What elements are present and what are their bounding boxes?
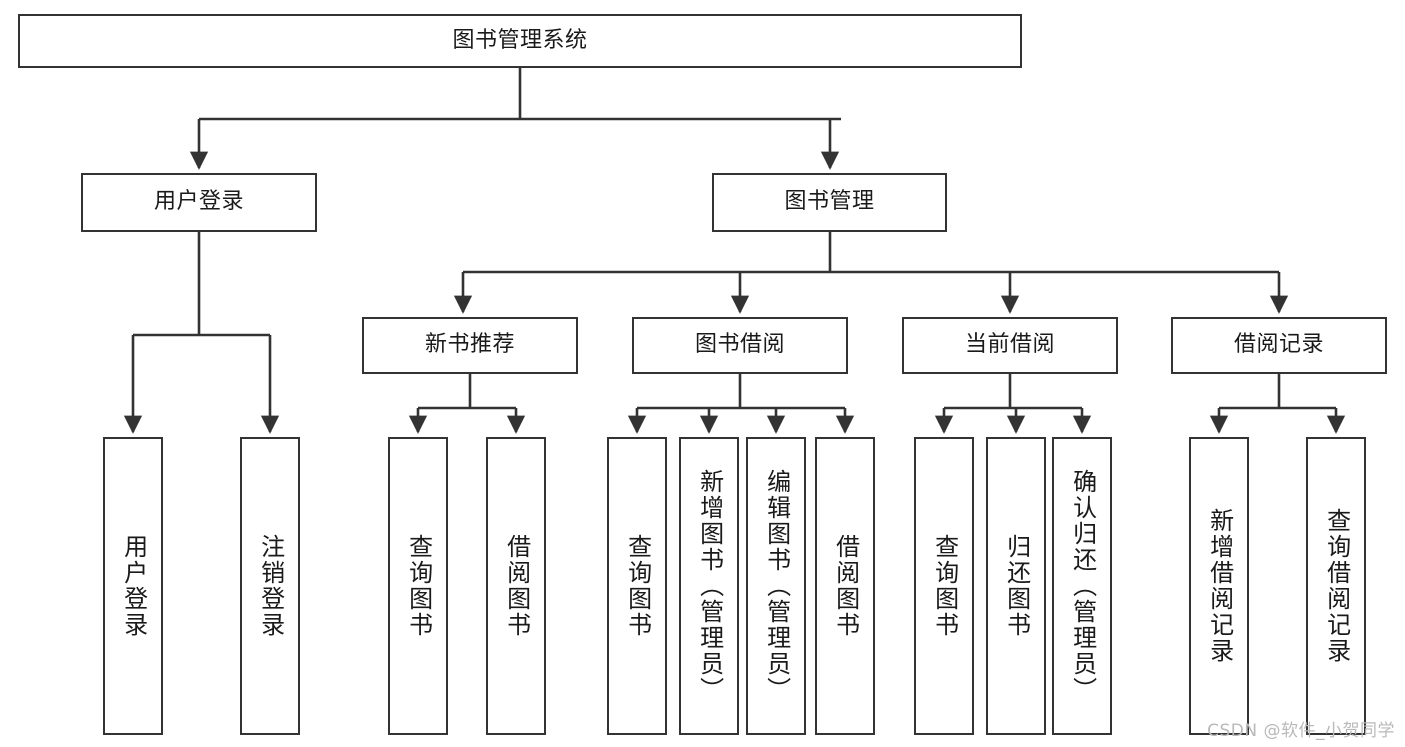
leaf-return-book[interactable]: 归还图书 xyxy=(986,437,1046,735)
leaf-borrow-book-2-label: 借阅图书 xyxy=(831,534,860,638)
leaf-logout-login[interactable]: 注销登录 xyxy=(240,437,300,735)
leaf-confirm-return-admin[interactable]: 确认归还（管理员） xyxy=(1052,437,1112,735)
leaf-query-borrow-record[interactable]: 查询借阅记录 xyxy=(1306,437,1366,735)
node-borrow-record[interactable]: 借阅记录 xyxy=(1171,317,1387,374)
leaf-query-book-2-label: 查询图书 xyxy=(623,534,652,638)
leaf-edit-book-admin-label: 编辑图书（管理员） xyxy=(762,469,791,703)
node-root-label: 图书管理系统 xyxy=(452,27,588,53)
leaf-logout-login-label: 注销登录 xyxy=(256,534,285,638)
leaf-add-borrow-record-label: 新增借阅记录 xyxy=(1205,508,1234,664)
node-book-borrow-label: 图书借阅 xyxy=(694,332,785,358)
leaf-edit-book-admin[interactable]: 编辑图书（管理员） xyxy=(746,437,806,735)
leaf-borrow-book-2[interactable]: 借阅图书 xyxy=(815,437,875,735)
node-book-borrow[interactable]: 图书借阅 xyxy=(632,317,848,374)
node-book-management[interactable]: 图书管理 xyxy=(712,173,947,232)
node-current-borrow-label: 当前借阅 xyxy=(964,332,1055,358)
leaf-query-book-1-label: 查询图书 xyxy=(404,534,433,638)
node-new-book-recommend[interactable]: 新书推荐 xyxy=(362,317,578,374)
leaf-query-book-3[interactable]: 查询图书 xyxy=(914,437,974,735)
node-book-management-label: 图书管理 xyxy=(784,189,875,215)
leaf-query-borrow-record-label: 查询借阅记录 xyxy=(1322,508,1351,664)
leaf-borrow-book-1-label: 借阅图书 xyxy=(502,534,531,638)
leaf-borrow-book-1[interactable]: 借阅图书 xyxy=(486,437,546,735)
leaf-return-book-label: 归还图书 xyxy=(1002,534,1031,638)
leaf-add-book-admin[interactable]: 新增图书（管理员） xyxy=(679,437,739,735)
leaf-add-book-admin-label: 新增图书（管理员） xyxy=(695,469,724,703)
leaf-add-borrow-record[interactable]: 新增借阅记录 xyxy=(1189,437,1249,735)
leaf-query-book-2[interactable]: 查询图书 xyxy=(607,437,667,735)
leaf-user-login-label: 用户登录 xyxy=(119,534,148,638)
node-new-book-recommend-label: 新书推荐 xyxy=(424,332,515,358)
node-user-login-label: 用户登录 xyxy=(153,189,244,215)
node-user-login[interactable]: 用户登录 xyxy=(81,173,317,232)
leaf-query-book-1[interactable]: 查询图书 xyxy=(388,437,448,735)
node-current-borrow[interactable]: 当前借阅 xyxy=(902,317,1118,374)
node-root[interactable]: 图书管理系统 xyxy=(18,14,1022,68)
csdn-watermark: CSDN @软件_小贺同学 xyxy=(1207,721,1395,741)
leaf-query-book-3-label: 查询图书 xyxy=(930,534,959,638)
node-borrow-record-label: 借阅记录 xyxy=(1233,332,1324,358)
leaf-confirm-return-admin-label: 确认归还（管理员） xyxy=(1068,469,1097,703)
leaf-user-login[interactable]: 用户登录 xyxy=(103,437,163,735)
